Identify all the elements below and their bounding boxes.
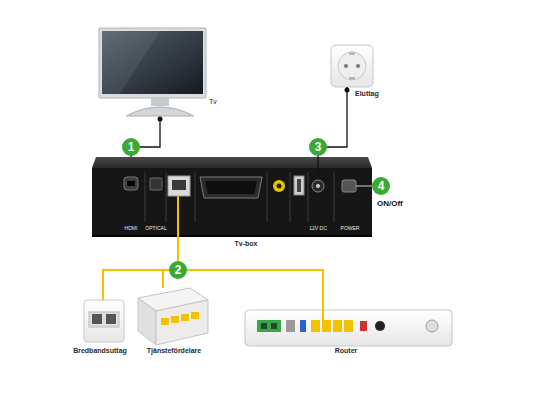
outlet-hole	[356, 64, 360, 68]
outlet-earth	[349, 77, 355, 80]
panel-divider	[195, 172, 196, 222]
tv-screen	[102, 31, 203, 94]
callout-number: 1	[122, 138, 140, 156]
hdmi-port	[124, 177, 138, 190]
wallsocket-illustration	[84, 300, 124, 342]
callout-leader	[356, 186, 372, 187]
usb-port	[294, 176, 304, 195]
device-label: Eluttag	[355, 90, 379, 98]
panel-divider	[334, 172, 335, 222]
device-label: Bredbandsuttag	[73, 347, 127, 355]
distributor-port	[191, 312, 199, 319]
panel-divider	[290, 172, 291, 222]
router-port	[257, 320, 281, 332]
router-port	[375, 321, 385, 331]
router-port	[286, 320, 295, 332]
router-port	[360, 321, 367, 331]
outlet-illustration	[331, 45, 373, 93]
cable-connector	[178, 237, 323, 310]
distributor-port	[161, 318, 169, 325]
outlet-plate	[331, 45, 373, 87]
switch-label: ON/Off	[377, 200, 403, 209]
distributor-illustration	[138, 288, 208, 345]
optical-port	[150, 178, 162, 190]
cable-connector	[103, 237, 178, 300]
tvbox-illustration	[92, 157, 372, 237]
router-node: Router	[245, 310, 452, 346]
outlet-earth	[349, 52, 355, 55]
tv-bezel	[99, 28, 206, 98]
device-label: Tjänstefördelare	[147, 347, 201, 355]
ir-port	[277, 184, 282, 189]
router-button	[426, 320, 438, 332]
tvbox-back	[92, 168, 372, 237]
port-label: HDMI	[125, 226, 138, 232]
router-illustration	[245, 310, 452, 346]
port-label: POWER	[341, 226, 360, 232]
port-label: OPTICAL	[145, 226, 166, 232]
tv-illustration	[99, 28, 206, 122]
wallsocket-plate	[84, 300, 124, 342]
cable-stub	[177, 196, 179, 237]
cable-stub	[322, 310, 324, 320]
outlet-node: Eluttag	[331, 45, 373, 87]
callout-number: 4	[372, 177, 390, 195]
distributor-side	[138, 298, 156, 345]
device-label: Tv-box	[235, 240, 258, 248]
panel-divider	[166, 172, 167, 222]
callout-number: 3	[309, 138, 327, 156]
wallsocket-node: Bredbandsuttag	[84, 300, 124, 342]
scart-port	[200, 177, 262, 198]
panel-divider	[308, 172, 309, 222]
panel-divider	[145, 172, 146, 222]
power-switch	[342, 180, 356, 192]
router-port	[311, 320, 320, 332]
dc-port	[312, 180, 324, 192]
distributor-node: Tjänstefördelare	[134, 288, 208, 345]
distributor-port	[171, 316, 179, 323]
tvbox-node: Tv-box	[92, 157, 372, 237]
ethernet-port	[168, 176, 190, 196]
scart-port	[205, 181, 257, 194]
port-label: 12V DC	[309, 226, 327, 232]
tvbox-edge	[92, 235, 372, 237]
router-port	[322, 320, 331, 332]
wallsocket-panel	[89, 312, 119, 327]
cable-stub	[317, 157, 318, 180]
device-label: Router	[335, 347, 358, 355]
distributor-port	[181, 314, 189, 321]
panel-divider	[267, 172, 268, 222]
tv-reflection	[102, 31, 160, 94]
router-body	[245, 310, 452, 346]
outlet-socket	[338, 52, 366, 80]
dc-port	[316, 184, 320, 188]
tvbox-top	[92, 157, 372, 168]
tv-node: Tv	[99, 28, 206, 118]
outlet-hole	[344, 64, 348, 68]
ethernet-port	[172, 180, 186, 190]
tv-stand	[126, 107, 194, 116]
router-port	[333, 320, 342, 332]
router-port	[271, 323, 277, 329]
router-port	[261, 323, 267, 329]
callout-number: 2	[169, 261, 187, 279]
wallsocket-port	[106, 314, 116, 324]
distributor-front	[156, 300, 208, 345]
router-port	[344, 320, 353, 332]
usb-port	[297, 179, 301, 192]
tv-neck	[151, 98, 169, 106]
device-label: Tv	[209, 98, 217, 106]
ir-port	[273, 180, 285, 192]
hdmi-port	[127, 181, 135, 186]
router-port	[300, 320, 306, 332]
wallsocket-port	[92, 314, 102, 324]
